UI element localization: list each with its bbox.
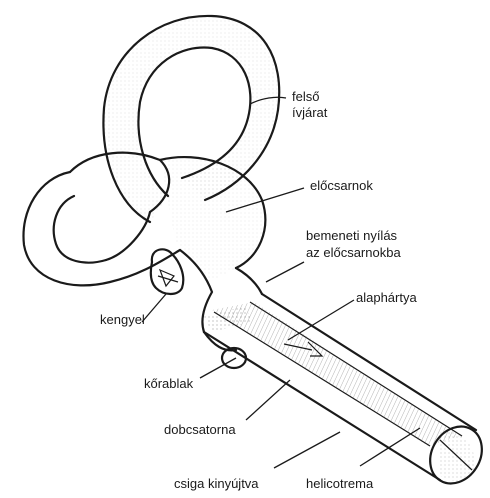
label-csiga: csiga kinyújtva (174, 476, 259, 491)
stapes (151, 249, 183, 294)
cochlea-tube (204, 294, 490, 493)
label-felso-line2: ívjárat (292, 105, 328, 120)
label-elocsarnok: előcsarnok (310, 178, 373, 193)
label-kengyel: kengyel (100, 312, 145, 327)
label-korablak: kőrablak (144, 376, 194, 391)
label-bemeneti-line1: bemeneti nyílás (306, 228, 398, 243)
label-alaphartya: alaphártya (356, 290, 417, 305)
label-felso-line1: felső (292, 89, 319, 104)
label-bemeneti-line2: az előcsarnokba (306, 245, 401, 260)
label-dobcsatorna: dobcsatorna (164, 422, 236, 437)
label-helicotrema: helicotrema (306, 476, 374, 491)
